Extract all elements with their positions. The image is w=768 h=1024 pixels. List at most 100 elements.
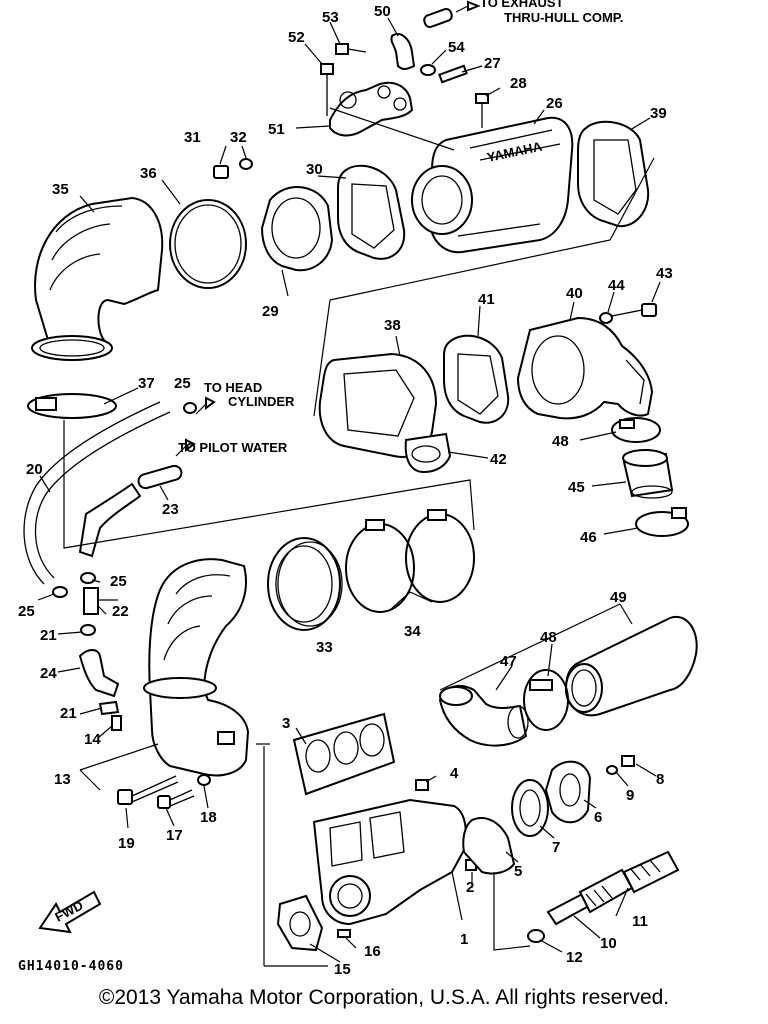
hoses-11 bbox=[578, 850, 680, 914]
rubber-joint-33 bbox=[267, 537, 343, 631]
label-9: 9 bbox=[626, 787, 634, 804]
label-47: 47 bbox=[500, 653, 517, 670]
label-31: 31 bbox=[184, 129, 201, 146]
label-15: 15 bbox=[334, 961, 351, 978]
label-40: 40 bbox=[566, 285, 583, 302]
plate-6 bbox=[544, 760, 592, 824]
forward-arrow-icon: FWD bbox=[38, 890, 102, 934]
label-25c: 25 bbox=[18, 603, 35, 620]
cover-5 bbox=[462, 817, 516, 875]
label-39: 39 bbox=[650, 105, 667, 122]
label-33: 33 bbox=[316, 639, 333, 656]
label-28: 28 bbox=[510, 75, 527, 92]
label-4: 4 bbox=[450, 765, 459, 782]
bolt-17 bbox=[157, 789, 195, 809]
label-43: 43 bbox=[656, 265, 673, 282]
plug-14 bbox=[111, 715, 122, 731]
clips-25 bbox=[52, 402, 197, 598]
exhaust-manifold-1 bbox=[312, 798, 467, 926]
washer-9 bbox=[606, 765, 618, 775]
label-24: 24 bbox=[40, 665, 57, 682]
clamp-37 bbox=[27, 393, 117, 419]
diagram-code: GH14010-4060 bbox=[18, 959, 124, 974]
washer-54 bbox=[420, 64, 436, 76]
clamp-48-upper bbox=[611, 417, 661, 443]
muffler-26: YAMAHA bbox=[411, 116, 574, 254]
label-54: 54 bbox=[448, 39, 465, 56]
label-25a: 25 bbox=[174, 375, 191, 392]
bolt-8 bbox=[621, 755, 635, 767]
clamps-34 bbox=[345, 509, 475, 613]
label-32: 32 bbox=[230, 129, 247, 146]
label-21b: 21 bbox=[60, 705, 77, 722]
gasket-15 bbox=[276, 894, 324, 952]
tube-pilot bbox=[78, 482, 142, 558]
bolt-19 bbox=[117, 775, 179, 805]
clip-21 bbox=[80, 624, 120, 716]
label-35: 35 bbox=[52, 181, 69, 198]
bolt-31 bbox=[213, 165, 229, 179]
label-48a: 48 bbox=[552, 433, 569, 450]
label-20: 20 bbox=[26, 461, 43, 478]
label-5: 5 bbox=[514, 863, 522, 880]
label-38: 38 bbox=[384, 317, 401, 334]
label-41: 41 bbox=[478, 291, 495, 308]
routing-notes: TO EXHAUST THRU-HULL COMP. TO HEAD CYLIN… bbox=[175, 0, 623, 457]
label-37: 37 bbox=[138, 375, 155, 392]
label-19: 19 bbox=[118, 835, 135, 852]
label-21a: 21 bbox=[40, 627, 57, 644]
fitting-22 bbox=[83, 587, 118, 615]
clamp-46 bbox=[635, 507, 689, 537]
note-exhaust-line1: TO EXHAUST bbox=[480, 0, 564, 10]
note-pilot: TO PILOT WATER bbox=[178, 440, 288, 455]
note-head-line2: CYLINDER bbox=[228, 394, 295, 409]
gasket-3 bbox=[292, 712, 396, 796]
label-46: 46 bbox=[580, 529, 597, 546]
label-26: 26 bbox=[546, 95, 563, 112]
label-27: 27 bbox=[484, 55, 501, 72]
bolt-28 bbox=[475, 93, 489, 128]
note-exhaust-line2: THRU-HULL COMP. bbox=[504, 10, 623, 25]
label-18: 18 bbox=[200, 809, 217, 826]
label-34: 34 bbox=[404, 623, 421, 640]
hose-45 bbox=[622, 449, 674, 499]
gasket-7 bbox=[511, 779, 549, 837]
nut-12 bbox=[527, 929, 545, 943]
label-22: 22 bbox=[112, 603, 129, 620]
label-16: 16 bbox=[364, 943, 381, 960]
label-48b: 48 bbox=[540, 629, 557, 646]
copyright-notice: ©2013 Yamaha Motor Corporation, U.S.A. A… bbox=[98, 986, 670, 1009]
note-head-line1: TO HEAD bbox=[204, 380, 262, 395]
washer-32 bbox=[239, 158, 253, 170]
label-10: 10 bbox=[600, 935, 617, 952]
callout-labels: 1 2 3 4 5 6 7 8 9 10 11 12 13 14 15 16 1… bbox=[18, 3, 673, 978]
clamp-48-lower bbox=[523, 669, 569, 731]
label-53: 53 bbox=[322, 9, 339, 26]
bracket-51 bbox=[329, 81, 414, 137]
label-7: 7 bbox=[552, 839, 560, 856]
gasket-41 bbox=[443, 334, 510, 424]
label-45: 45 bbox=[568, 479, 585, 496]
label-42: 42 bbox=[490, 451, 507, 468]
elbow-pipe-47 bbox=[438, 684, 529, 747]
hose-23 bbox=[137, 464, 183, 490]
exhaust-chamber-38 bbox=[318, 352, 438, 458]
label-12: 12 bbox=[566, 949, 583, 966]
label-2: 2 bbox=[466, 879, 474, 896]
bolt-52 bbox=[320, 63, 334, 116]
gasket-39 bbox=[577, 120, 650, 228]
leader-lines bbox=[37, 17, 661, 967]
label-44: 44 bbox=[608, 277, 625, 294]
label-1: 1 bbox=[460, 931, 468, 948]
rubber-elbow-35 bbox=[31, 196, 164, 361]
label-14: 14 bbox=[84, 731, 101, 748]
hose-24 bbox=[78, 649, 120, 698]
washer-44 bbox=[599, 312, 613, 324]
label-3: 3 bbox=[282, 715, 290, 732]
label-8: 8 bbox=[656, 771, 664, 788]
hose-20 bbox=[23, 401, 171, 585]
clamp-36 bbox=[169, 199, 247, 289]
label-13: 13 bbox=[54, 771, 71, 788]
gasket-30 bbox=[337, 164, 406, 260]
